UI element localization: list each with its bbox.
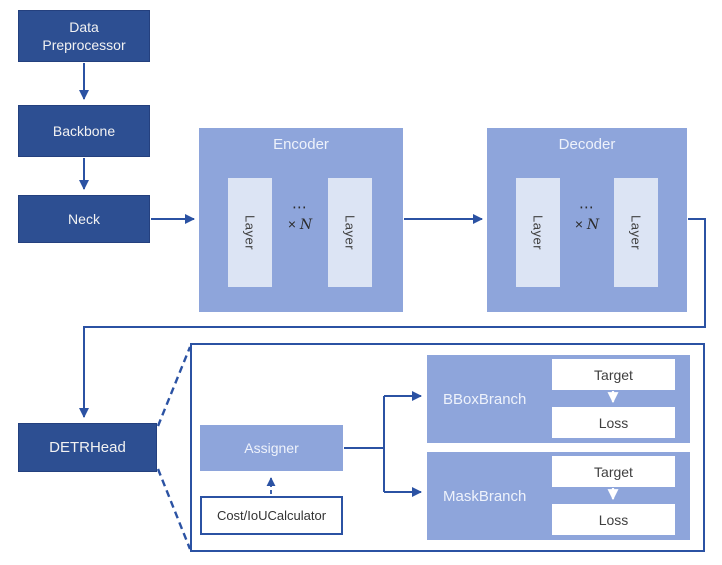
encoder-panel: Encoder Layer Layer ⋯ × N [199, 128, 403, 312]
encoder-times-n: × N [287, 216, 313, 233]
node-data-preprocessor-label: Data Preprocessor [42, 19, 126, 53]
decoder-layer-1: Layer [516, 178, 560, 287]
dashed-link-detrhead-top [156, 346, 192, 427]
node-backbone: Backbone [18, 105, 150, 157]
node-detr-head: DETRHead [18, 423, 157, 472]
node-mask-branch: MaskBranch Target Loss [427, 452, 690, 540]
dashed-link-detrhead-bottom [156, 468, 192, 550]
decoder-repeat: ⋯ × N [559, 199, 615, 235]
node-detr-head-label: DETRHead [49, 438, 126, 456]
node-cost-iou-calculator: Cost/IoUCalculator [200, 496, 343, 535]
bbox-target-box: Target [552, 359, 675, 390]
node-neck-label: Neck [68, 211, 100, 227]
node-data-preprocessor: Data Preprocessor [18, 10, 150, 62]
bbox-loss-label: Loss [598, 414, 629, 431]
node-bbox-branch-label: BBoxBranch [443, 390, 527, 408]
decoder-title: Decoder [558, 136, 616, 153]
mask-loss-box: Loss [552, 504, 675, 535]
node-backbone-label: Backbone [52, 123, 116, 139]
node-mask-branch-label: MaskBranch [443, 487, 527, 505]
node-neck: Neck [18, 195, 150, 243]
node-bbox-branch: BBoxBranch Target Loss [427, 355, 690, 443]
encoder-layer-2: Layer [328, 178, 372, 287]
mask-target-label: Target [594, 463, 633, 480]
encoder-repeat: ⋯ × N [272, 199, 328, 235]
encoder-ellipsis: ⋯ [292, 199, 308, 216]
bbox-target-label: Target [594, 366, 633, 383]
mask-loss-label: Loss [598, 511, 629, 528]
node-cost-iou-calculator-label: Cost/IoUCalculator [216, 508, 327, 523]
decoder-layer-2: Layer [614, 178, 658, 287]
decoder-panel: Decoder Layer Layer ⋯ × N [487, 128, 687, 312]
decoder-times-n: × N [574, 216, 600, 233]
decoder-ellipsis: ⋯ [579, 199, 595, 216]
mask-target-box: Target [552, 456, 675, 487]
bbox-loss-box: Loss [552, 407, 675, 438]
node-assigner: Assigner [200, 425, 343, 471]
node-assigner-label: Assigner [244, 440, 299, 456]
encoder-layer-1: Layer [228, 178, 272, 287]
encoder-title: Encoder [273, 136, 329, 153]
